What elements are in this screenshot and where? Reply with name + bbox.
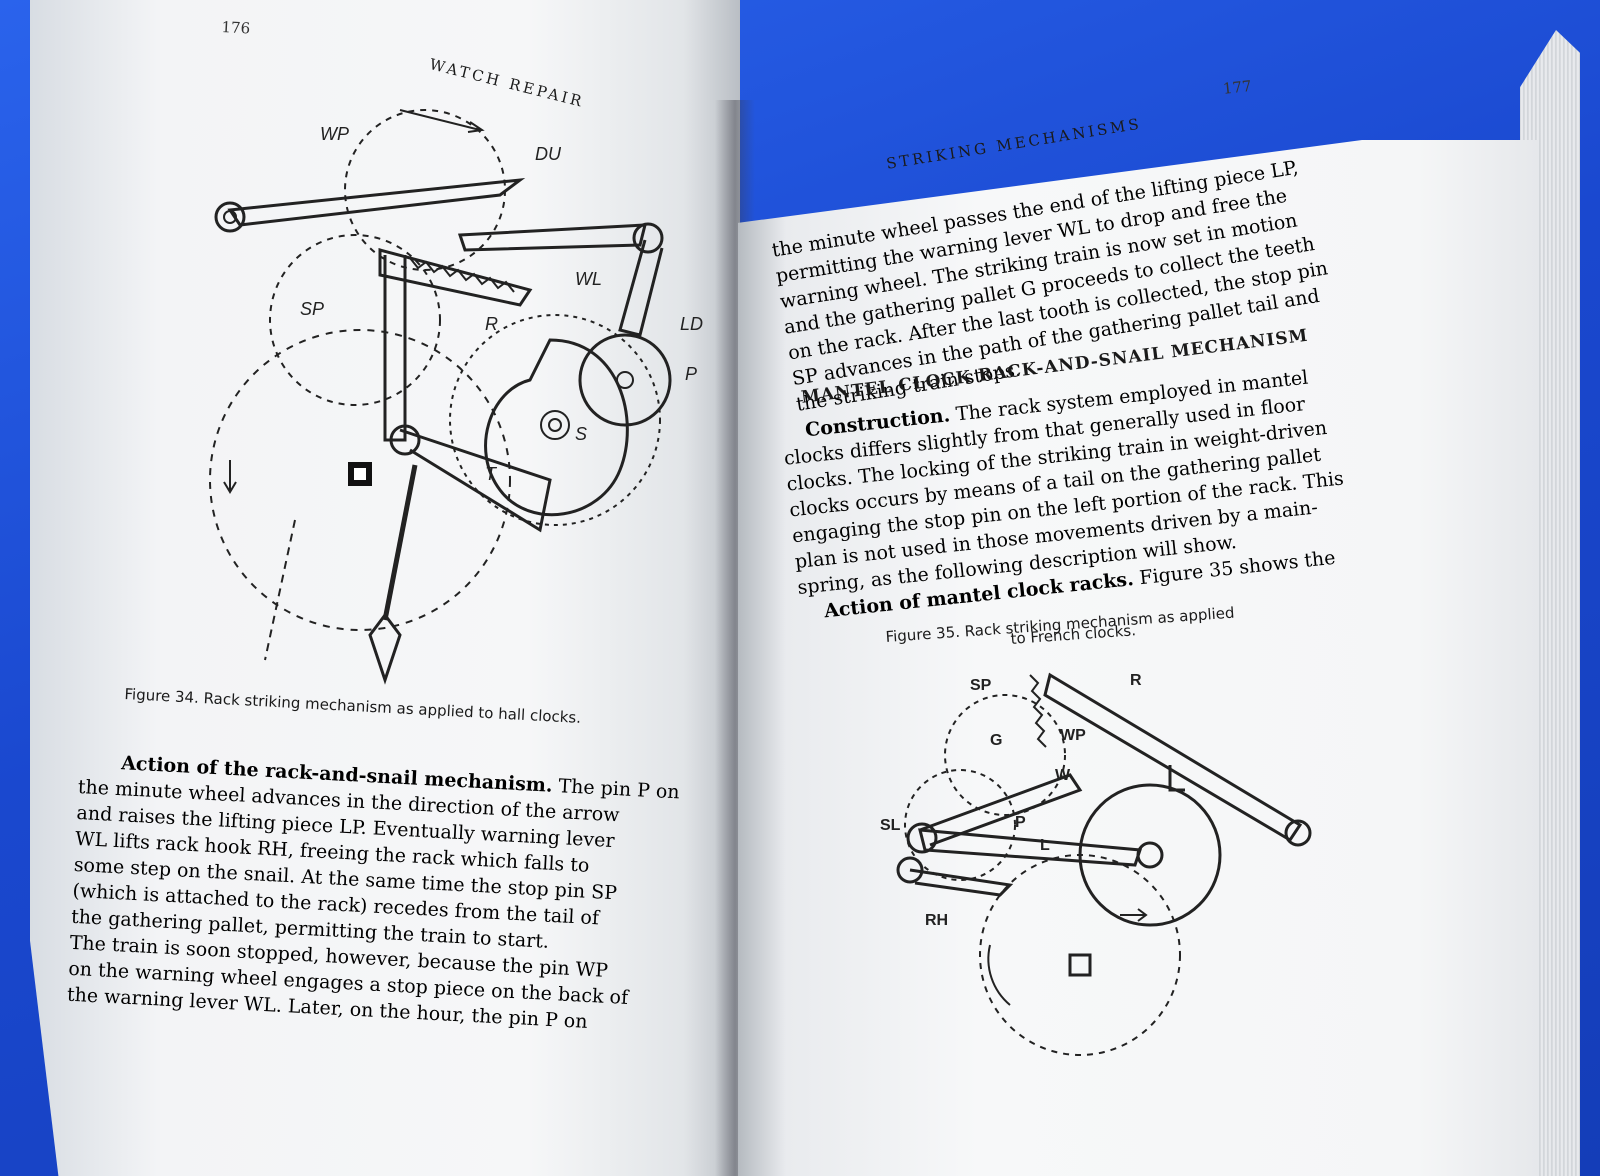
pendulum-rod	[382, 464, 418, 621]
great-wheel	[209, 329, 511, 631]
arrow-icon	[223, 460, 237, 494]
snail-outline	[449, 314, 661, 526]
right-page	[738, 140, 1538, 1176]
fig34-label-sp: SP	[300, 299, 324, 319]
fig35-label-w: W	[1055, 767, 1071, 784]
left-page	[30, 0, 740, 1176]
fig34-label-r: R	[485, 314, 498, 334]
fig35-label-r: R	[1130, 672, 1142, 689]
fig34-label-ld: LD	[680, 314, 703, 334]
rack-tail	[399, 428, 552, 533]
arrow-icon	[1120, 908, 1148, 922]
figure-34-diagram: WP DU SP R WL LD P S T	[209, 109, 703, 685]
fig34-label-wp: WP	[320, 124, 349, 144]
right-page-number: 177	[1222, 77, 1253, 98]
left-page-number: 176	[221, 18, 251, 38]
fig34-label-s: S	[575, 424, 587, 444]
rack-teeth	[1029, 674, 1047, 748]
fig35-label-sl: SL	[880, 817, 901, 834]
fig34-label-wl: WL	[575, 269, 602, 289]
arrow-icon	[399, 109, 485, 133]
rack-teeth	[409, 257, 515, 293]
fig35-label-l: L	[1040, 837, 1050, 854]
fig35-label-sp: SP	[970, 677, 992, 694]
lifting-disc	[578, 333, 672, 427]
rack	[1043, 672, 1303, 843]
lifting-lever	[918, 828, 1143, 867]
fig35-label-p: P	[1015, 814, 1026, 831]
left-body-text: Action of the rack-and-snail mechanism. …	[66, 748, 680, 1039]
fig34-label-t: T	[485, 464, 498, 484]
warning-wheel	[944, 694, 1066, 816]
arbor-square	[1068, 953, 1092, 977]
pallet-wheel	[269, 234, 441, 406]
snail	[484, 338, 629, 517]
fig34-label-p: P	[685, 364, 697, 384]
fig35-label-wp: WP	[1060, 727, 1086, 744]
warning-lever	[457, 223, 647, 252]
fig35-label-g: G	[990, 732, 1002, 749]
lifting-piece	[227, 177, 526, 227]
pendulum-bob	[368, 612, 402, 685]
snail-center	[540, 410, 570, 440]
snail	[1078, 783, 1222, 927]
rack	[378, 248, 533, 307]
rack-arm	[383, 255, 407, 442]
warning-lever	[919, 773, 1083, 847]
rack-hook	[909, 868, 1014, 897]
figure-35-diagram: SP R G WP W SL P L RH	[880, 672, 1312, 1056]
fig34-label-du: DU	[535, 144, 562, 164]
fig35-label-rh: RH	[925, 912, 948, 929]
